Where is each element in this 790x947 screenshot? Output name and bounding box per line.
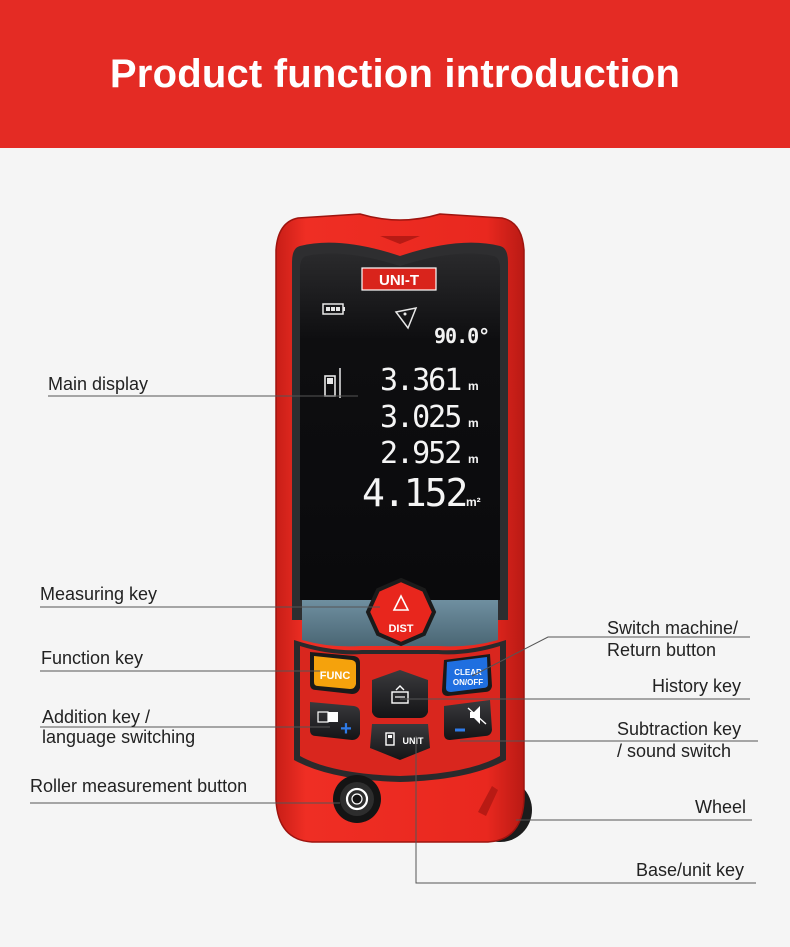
language-icon (317, 711, 338, 723)
grip-mark (478, 786, 498, 816)
reading-1-unit: m (468, 379, 479, 393)
label-measuring-key: Measuring key (40, 584, 158, 604)
label-function-key: Function key (41, 648, 144, 668)
label-history-key: History key (652, 676, 742, 696)
leader-lines (30, 395, 758, 884)
page-title: Product function introduction (109, 52, 681, 96)
dist-label: DIST (388, 623, 413, 635)
addition-key[interactable]: + (310, 702, 360, 740)
label-wheel: Wheel (695, 797, 747, 817)
top-notch (380, 236, 420, 244)
history-icon (391, 685, 409, 704)
reading-4-unit: m² (466, 495, 481, 509)
label-base-unit-key: Base/unit key (636, 860, 745, 880)
reading-1-value: 3.361 (380, 363, 461, 398)
tilt-icon (394, 306, 418, 330)
reading-2-value: 3.025 (380, 400, 460, 435)
laser-icon (392, 594, 410, 611)
reading-3-value: 2.952 (380, 436, 460, 471)
label-switch-machine-line2: Return button (607, 640, 717, 660)
function-key[interactable]: FUNC (310, 652, 360, 694)
reading-3-unit: m (468, 452, 479, 466)
label-addition-key-line2: language switching (42, 727, 196, 747)
switch-machine-key[interactable]: CLEAR ON/OFF (442, 654, 492, 696)
roller-icon (345, 787, 369, 811)
unit-key[interactable]: UNIT (370, 724, 430, 760)
base-icon (385, 732, 395, 746)
plus-icon: + (340, 718, 352, 740)
roller-button[interactable] (333, 775, 381, 823)
func-label: FUNC (320, 670, 351, 682)
history-key[interactable] (372, 670, 428, 718)
header-banner: Product function introduction (0, 0, 790, 148)
subtraction-key[interactable] (444, 700, 492, 740)
battery-icon (322, 303, 345, 315)
brand-logo: UNI-T (379, 272, 419, 289)
measuring-key[interactable]: DIST (365, 577, 437, 647)
label-addition-key-line1: Addition key / (42, 707, 151, 727)
label-subtraction-key-line2: / sound switch (617, 741, 732, 761)
brand-badge (361, 267, 437, 291)
sound-off-icon (467, 706, 487, 725)
main-display (300, 253, 500, 601)
label-switch-machine-line1: Switch machine/ (607, 618, 739, 638)
unit-label: UNIT (403, 736, 424, 746)
angle-readout: 90.0° (434, 324, 489, 348)
onoff-label: ON/OFF (453, 678, 483, 687)
clear-label: CLEAR (454, 668, 482, 677)
label-main-display: Main display (48, 374, 149, 394)
label-subtraction-key-line1: Subtraction key (617, 719, 742, 739)
reading-4-value: 4.152 (362, 471, 466, 515)
reading-2-unit: m (468, 416, 479, 430)
label-roller-button: Roller measurement button (30, 776, 248, 796)
